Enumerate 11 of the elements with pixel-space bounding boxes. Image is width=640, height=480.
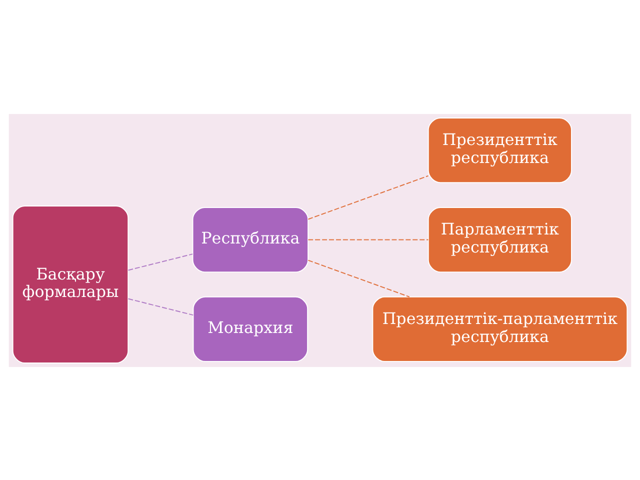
connector <box>308 238 429 240</box>
connector <box>308 259 410 297</box>
node-box: Президенттік-парламенттік республика <box>372 296 628 362</box>
node-box: Республика <box>192 206 309 272</box>
connector <box>308 174 429 220</box>
node-box: Парламенттік республика <box>428 206 572 272</box>
connector <box>128 253 194 270</box>
node-box: Монархия <box>192 296 308 362</box>
connector <box>128 298 194 316</box>
node-box: Басқару формалары <box>12 204 129 364</box>
node-box: Президенттік республика <box>428 116 572 183</box>
